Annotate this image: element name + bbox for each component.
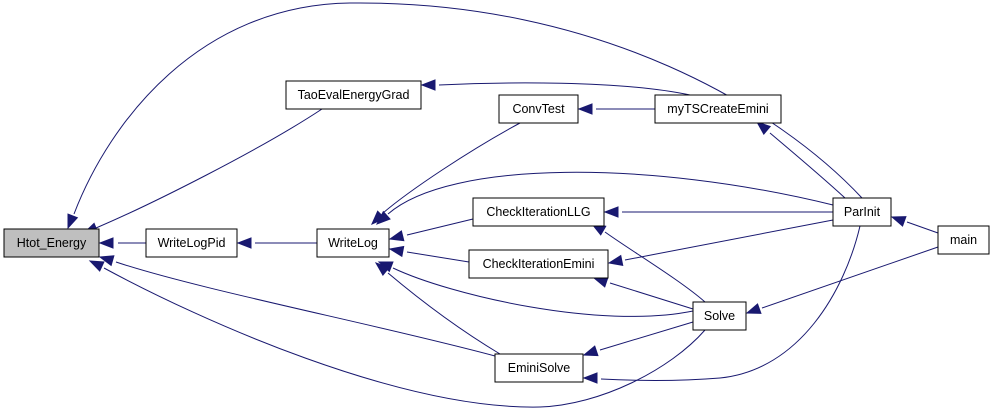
edge-solve-to-eminisolve xyxy=(582,321,694,357)
edge-checkiterationemini-to-writelog xyxy=(388,245,470,263)
edge-line xyxy=(406,251,470,263)
edge-line xyxy=(624,219,834,261)
node-label: WriteLogPid xyxy=(158,236,226,250)
arrowhead xyxy=(236,237,252,249)
node-label: myTSCreateEmini xyxy=(667,102,768,116)
node-label: Htot_Energy xyxy=(17,236,87,250)
edge-eminisolve-to-htot_energy xyxy=(98,255,496,357)
edge-line xyxy=(609,282,694,310)
arrowhead xyxy=(88,260,105,272)
arrowhead xyxy=(388,245,405,258)
node-label: ConvTest xyxy=(512,102,565,116)
edge-line xyxy=(604,231,706,303)
node-parinit[interactable]: ParInit xyxy=(832,197,892,227)
node-label: CheckIterationEmini xyxy=(483,257,595,271)
edge-writelog-to-writelogpid xyxy=(236,237,317,249)
edge-taoevalenergygrad-to-htot_energy xyxy=(82,108,323,234)
arrowhead xyxy=(745,303,762,314)
node-label: main xyxy=(950,233,977,247)
node-label: EminiSolve xyxy=(508,361,571,375)
edge-line xyxy=(769,132,846,199)
edge-line xyxy=(600,225,861,381)
edge-line xyxy=(115,261,496,357)
arrowhead xyxy=(98,255,115,267)
edge-line xyxy=(599,321,694,351)
node-label: TaoEvalEnergyGrad xyxy=(298,88,410,102)
edge-line xyxy=(387,171,834,215)
edge-line xyxy=(406,218,474,236)
function-nodes: Htot_Energy WriteLogPid TaoEvalEnergyGra… xyxy=(3,80,990,383)
edge-main-to-parinit xyxy=(890,216,939,234)
edge-eminisolve-to-writelog xyxy=(374,262,501,355)
arrowhead xyxy=(582,372,598,384)
arrowhead xyxy=(388,230,405,242)
node-label: ParInit xyxy=(844,205,881,219)
edge-mytscreateemini-to-convtest xyxy=(577,103,655,115)
edge-line xyxy=(392,267,694,317)
node-eminisolve[interactable]: EminiSolve xyxy=(494,353,584,383)
arrowhead xyxy=(577,103,593,115)
arrowhead xyxy=(890,216,907,227)
arrowhead xyxy=(607,254,624,266)
node-label: CheckIterationLLG xyxy=(486,205,590,219)
edge-line xyxy=(387,272,501,355)
node-writelog[interactable]: WriteLog xyxy=(316,228,390,258)
edge-checkiterationllg-to-writelog xyxy=(388,218,474,242)
arrowhead xyxy=(420,79,436,91)
edge-parinit-to-mytscreateemini xyxy=(755,121,846,199)
edge-line xyxy=(103,267,706,408)
edge-line xyxy=(761,246,939,309)
arrowhead xyxy=(98,237,114,249)
edge-line xyxy=(95,108,323,229)
arrowhead xyxy=(67,213,79,230)
edge-solve-to-htot_energy xyxy=(88,260,706,408)
arrowhead xyxy=(375,210,391,225)
edge-mytscreateemini-to-taoevalenergygrad xyxy=(420,79,691,96)
arrowhead xyxy=(582,345,599,357)
edge-parinit-to-eminisolve xyxy=(582,225,861,384)
edge-line xyxy=(906,221,939,234)
node-writelogpid[interactable]: WriteLogPid xyxy=(145,228,238,258)
edge-line xyxy=(382,122,521,214)
edge-main-to-solve xyxy=(745,246,939,314)
arrowhead xyxy=(603,206,619,218)
call-edges xyxy=(67,2,939,408)
edge-parinit-to-writelog xyxy=(375,171,834,225)
node-checkiterationllg[interactable]: CheckIterationLLG xyxy=(472,197,605,227)
edge-line xyxy=(438,82,691,96)
edge-parinit-to-checkiterationllg xyxy=(603,206,833,218)
arrowhead xyxy=(374,262,391,276)
arrowhead xyxy=(592,276,609,288)
edge-parinit-to-checkiterationemini xyxy=(607,219,834,266)
node-label: WriteLog xyxy=(328,236,378,250)
node-solve[interactable]: Solve xyxy=(692,301,747,331)
edge-writelogpid-to-htot_energy xyxy=(98,237,146,249)
node-checkiterationemini[interactable]: CheckIterationEmini xyxy=(468,249,609,279)
node-label: Solve xyxy=(704,309,735,323)
node-taoevalenergygrad[interactable]: TaoEvalEnergyGrad xyxy=(285,80,422,110)
node-mytscreateemini[interactable]: myTSCreateEmini xyxy=(654,94,782,124)
node-main[interactable]: main xyxy=(937,225,990,255)
node-htot-energy[interactable]: Htot_Energy xyxy=(3,228,100,258)
node-convtest[interactable]: ConvTest xyxy=(498,94,579,124)
arrowhead xyxy=(755,121,772,136)
